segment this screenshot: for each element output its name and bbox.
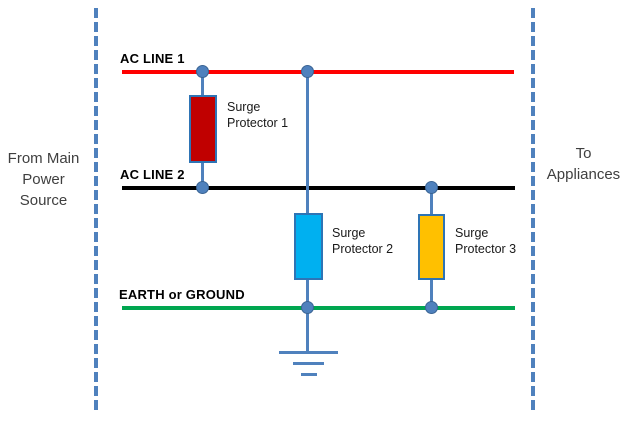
ground-symbol-stem: [306, 308, 309, 352]
sp2-connector-wire: [306, 72, 309, 308]
surge-protector-1-body: [189, 95, 217, 163]
junction-dot-sp1-acline2: [196, 181, 209, 194]
to-appliances-label: To Appliances: [546, 145, 621, 183]
from-main-power-source-label: From Main Power Source: [7, 150, 80, 209]
surge-protector-3-label: Surge Protector 3: [455, 226, 517, 256]
junction-dot-sp2-earth: [301, 301, 314, 314]
junction-dot-sp2-acline1: [301, 65, 314, 78]
surge-protector-2-body: [294, 213, 323, 280]
right-boundary-dashed-line: [531, 8, 535, 414]
ac-line-2-wire: [122, 186, 515, 190]
earth-ground-wire: [122, 306, 515, 310]
ground-symbol-bar-long: [279, 351, 338, 354]
junction-dot-sp3-acline2: [425, 181, 438, 194]
ac-line-1-label: AC LINE 1: [120, 51, 185, 66]
junction-dot-sp1-acline1: [196, 65, 209, 78]
ac-line-1-wire: [122, 70, 514, 74]
earth-ground-label: EARTH or GROUND: [119, 287, 245, 302]
surge-protector-2-label: Surge Protector 2: [332, 226, 394, 256]
ground-symbol-bar-short: [301, 373, 317, 376]
left-boundary-dashed-line: [94, 8, 98, 414]
ac-line-2-label: AC LINE 2: [120, 167, 185, 182]
junction-dot-sp3-earth: [425, 301, 438, 314]
surge-protector-1-label: Surge Protector 1: [227, 100, 289, 130]
surge-protector-3-body: [418, 214, 445, 280]
ground-symbol-bar-medium: [293, 362, 324, 365]
